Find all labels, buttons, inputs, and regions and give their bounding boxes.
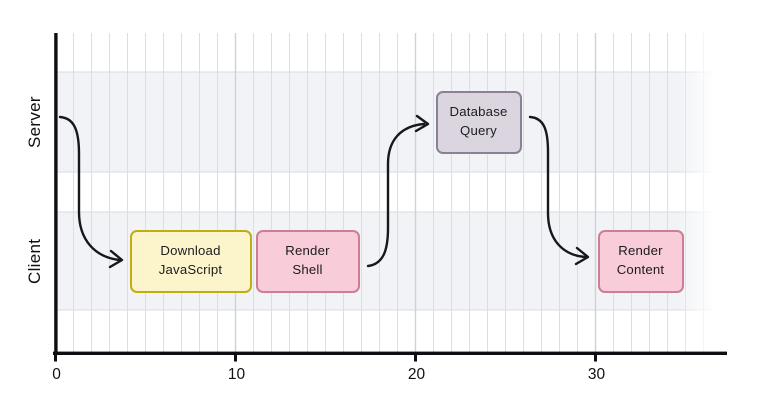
flow-arrow-1	[58, 115, 124, 269]
y-axis	[54, 33, 58, 355]
arrow-head-icon	[574, 246, 590, 266]
x-axis	[53, 351, 727, 355]
fade-overlay	[678, 31, 726, 355]
x-axis-tick	[594, 353, 597, 362]
flow-arrow-2	[366, 114, 430, 268]
x-axis-tick	[234, 353, 237, 362]
arrow-head-icon	[414, 114, 430, 133]
lane-band-client	[57, 212, 722, 310]
x-axis-tick	[414, 353, 417, 362]
x-axis-tick	[54, 353, 57, 362]
grid-lines	[73, 33, 704, 353]
arrow-head-icon	[108, 249, 124, 269]
flow-arrow-3	[528, 115, 590, 266]
